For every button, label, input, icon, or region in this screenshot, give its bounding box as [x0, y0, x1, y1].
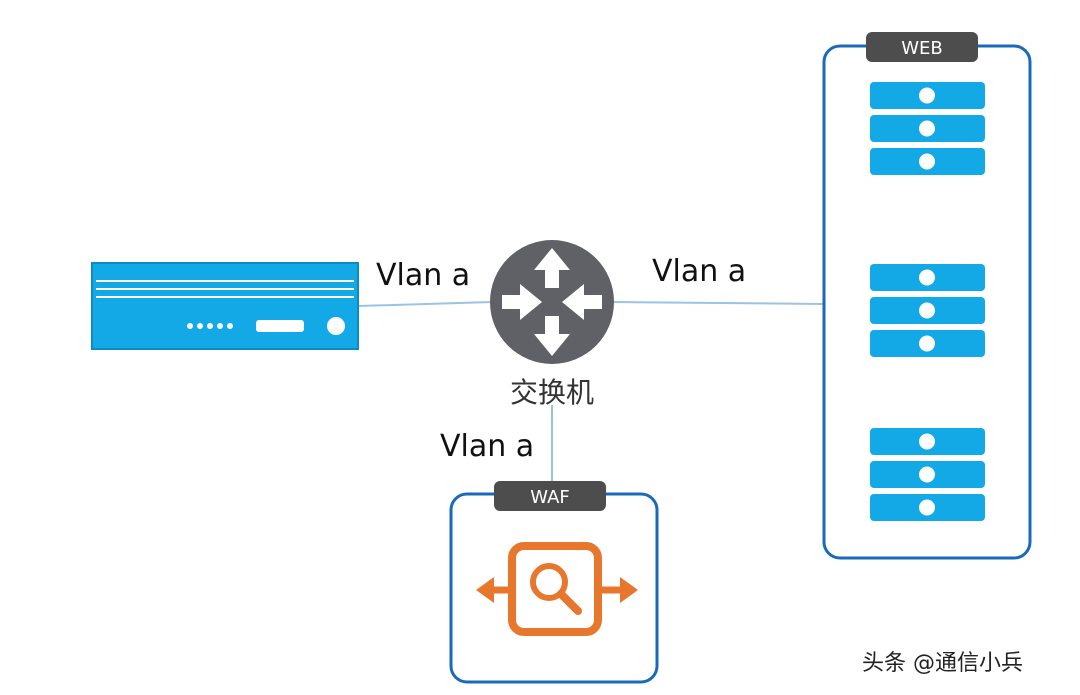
waf-group-tag	[494, 481, 606, 511]
web-group-tag	[866, 32, 978, 62]
server-led	[919, 87, 935, 104]
link-appliance-switch	[357, 301, 493, 307]
server-led	[919, 335, 935, 352]
connection-lines	[357, 301, 825, 482]
web-server-group: WEB	[822, 32, 1032, 560]
router-switch-icon	[490, 240, 614, 364]
watermark-text: 头条 @通信小兵	[862, 651, 1023, 676]
network-appliance-icon	[91, 262, 359, 350]
waf-inspect-icon	[476, 542, 638, 636]
server-led	[919, 120, 935, 137]
server-led	[919, 302, 935, 319]
server-rack-icon	[870, 264, 985, 357]
web-server-list	[870, 82, 985, 521]
server-led	[919, 269, 935, 286]
vlan-label-left: Vlan a	[376, 258, 470, 293]
server-rack-icon	[870, 82, 985, 175]
vlan-label-right: Vlan a	[652, 254, 746, 289]
server-led	[919, 466, 935, 483]
server-led	[919, 433, 935, 450]
switch-label: 交换机	[510, 376, 594, 409]
link-switch-web	[611, 301, 825, 305]
server-led	[919, 499, 935, 516]
vlan-label-bottom: Vlan a	[440, 429, 534, 464]
server-led	[919, 153, 935, 170]
web-group-tag-label: WEB	[901, 38, 943, 59]
server-rack-icon	[870, 428, 985, 521]
waf-group-tag-label: WAF	[530, 487, 569, 508]
waf-group: WAF	[449, 481, 659, 684]
